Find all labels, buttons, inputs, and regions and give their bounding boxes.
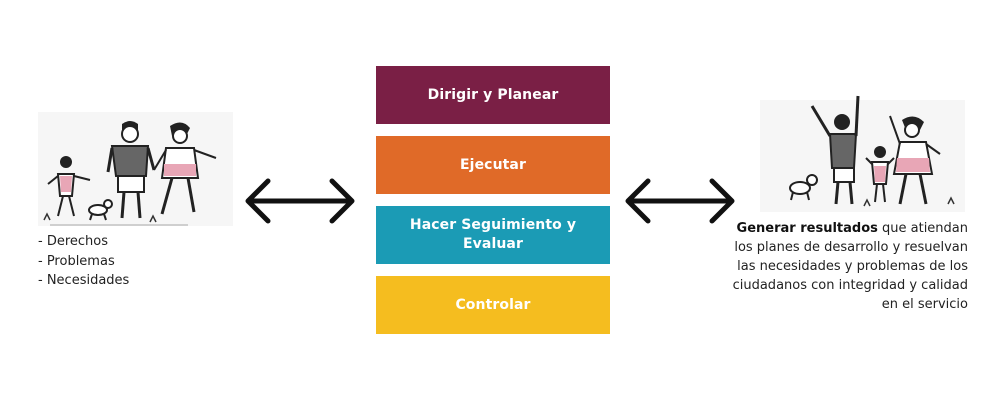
results-text: que atiendan los planes de desarrollo y … (732, 221, 968, 312)
family-celebrating-illustration (760, 95, 965, 212)
results-description: Generar resultados que atiendan los plan… (716, 219, 968, 314)
step-seguimiento-evaluar: Hacer Seguimiento y Evaluar (376, 206, 610, 264)
step-ejecutar: Ejecutar (376, 136, 610, 194)
step-controlar: Controlar (376, 276, 610, 334)
list-item: - Derechos (38, 234, 109, 249)
list-item: - Problemas (38, 253, 115, 269)
family-walking-illustration (38, 112, 233, 226)
double-arrow-icon (245, 178, 355, 224)
step-dirigir-planear: Dirigir y Planear (376, 66, 610, 124)
double-arrow-icon (625, 178, 735, 224)
results-emphasis: Generar resultados (736, 221, 878, 236)
needs-list: - Derechos - Problemas - Necesidades (38, 232, 129, 291)
list-item: - Necesidades (38, 273, 130, 288)
